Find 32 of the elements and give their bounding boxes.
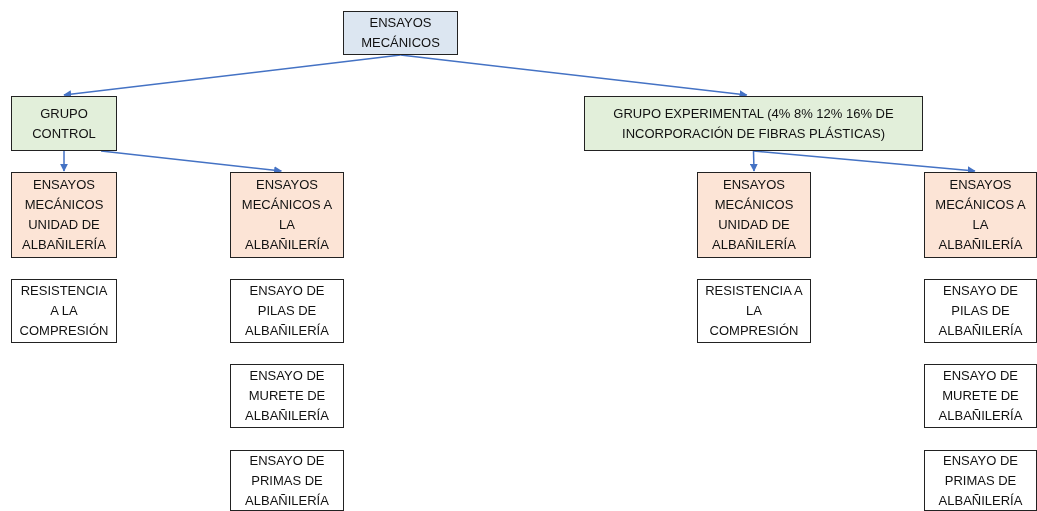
group-box: [11, 96, 117, 151]
test-box: [924, 364, 1037, 428]
test-box: [697, 279, 811, 343]
category-box: [11, 172, 117, 258]
node-label: ENSAYOS MECÁNICOS UNIDAD DE ALBAÑILERÍA: [21, 176, 107, 254]
root-box: [343, 11, 458, 55]
test-box: [230, 450, 344, 511]
test-box: [230, 279, 344, 343]
node-label: RESISTENCIA A LA COMPRESIÓN: [19, 282, 109, 340]
node-label: ENSAYO DE MURETE DE ALBAÑILERÍA: [937, 367, 1024, 425]
test-box: [11, 279, 117, 343]
node-label: ENSAYO DE PILAS DE ALBAÑILERÍA: [244, 282, 330, 340]
arrow: [749, 150, 758, 172]
node-label: ENSAYOS MECÁNICOS: [360, 14, 441, 52]
category-box: [230, 172, 344, 258]
node-label: RESISTENCIA A LA COMPRESIÓN: [705, 282, 803, 340]
category-box: [697, 172, 811, 258]
node-label: ENSAYO DE PRIMAS DE ALBAÑILERÍA: [937, 451, 1024, 510]
node-label: ENSAYO DE PRIMAS DE ALBAÑILERÍA: [244, 451, 330, 510]
node-label: GRUPO EXPERIMENTAL (4% 8% 12% 16% DE INCORPORACIÓN DE FIBRAS PLÁSTICAS): [612, 104, 895, 143]
test-box: [924, 450, 1037, 511]
test-box: [924, 279, 1037, 343]
group-box: [584, 96, 923, 151]
test-box: [230, 364, 344, 428]
category-box: [924, 172, 1037, 258]
arrow: [60, 150, 68, 172]
node-label: ENSAYO DE PILAS DE ALBAÑILERÍA: [937, 282, 1024, 340]
node-label: GRUPO CONTROL: [31, 104, 97, 143]
node-label: ENSAYOS MECÁNICOS A LA ALBAÑILERÍA: [934, 176, 1027, 254]
node-label: ENSAYOS MECÁNICOS A LA ALBAÑILERÍA: [240, 176, 334, 254]
node-label: ENSAYOS MECÁNICOS UNIDAD DE ALBAÑILERÍA: [711, 176, 797, 254]
node-label: ENSAYO DE MURETE DE ALBAÑILERÍA: [244, 367, 330, 425]
